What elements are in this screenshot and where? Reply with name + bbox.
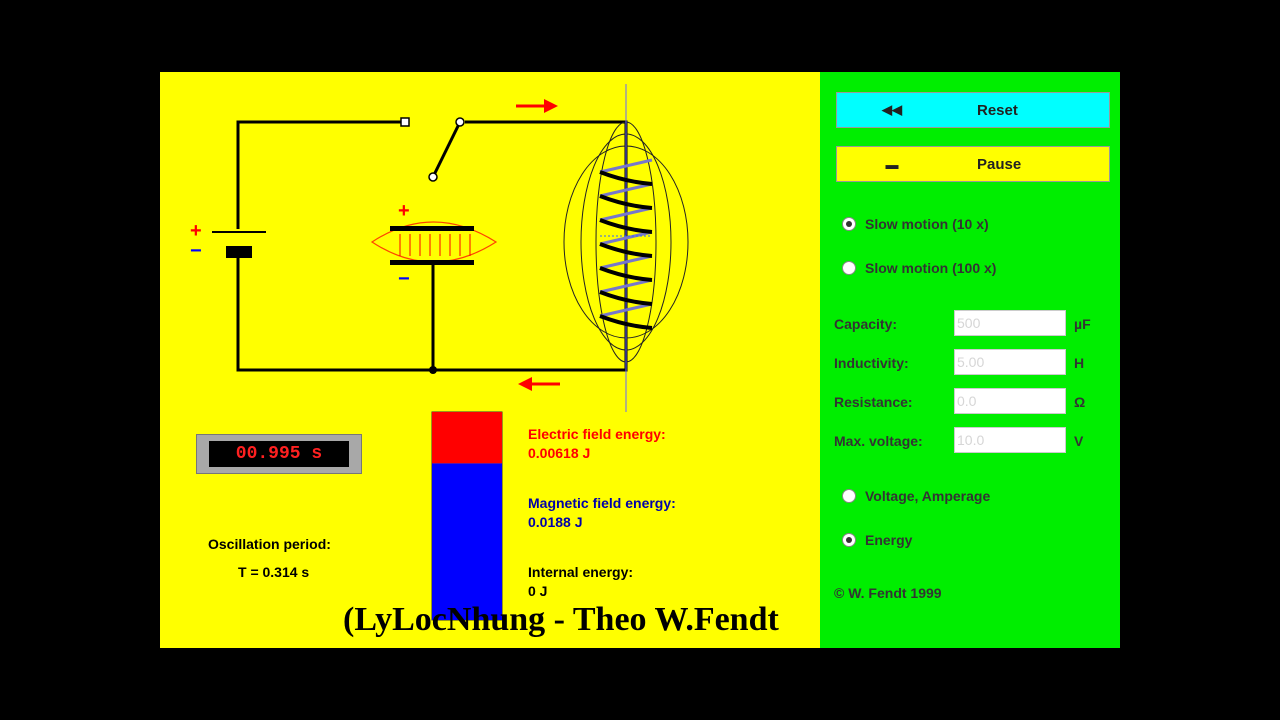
inductivity-unit: H [1074, 355, 1085, 371]
reset-button-label: Reset [977, 101, 1018, 119]
switch-contact-cap [428, 172, 438, 182]
inductor-coil [599, 158, 653, 330]
radio-label: Voltage, Amperage [865, 488, 991, 504]
max-voltage-input[interactable] [954, 427, 1066, 453]
radio-slow-motion-100[interactable]: Slow motion (100 x) [842, 260, 996, 276]
lc-circuit-diagram [212, 84, 689, 621]
electric-energy-label: Electric field energy: [528, 426, 666, 442]
capacity-label: Capacity: [834, 316, 898, 332]
battery-symbol [212, 231, 266, 258]
radio-dot [842, 489, 856, 503]
max-voltage-unit: V [1074, 433, 1084, 449]
copyright-text: © W. Fendt 1999 [834, 585, 942, 601]
pause-button-label: Pause [977, 155, 1022, 173]
capacitor-symbol [370, 221, 498, 265]
radio-slow-motion-10[interactable]: Slow motion (10 x) [842, 216, 989, 232]
elapsed-time-value: 00.995 s [209, 441, 349, 467]
radio-dot-checked [842, 533, 856, 547]
inductivity-label: Inductivity: [834, 355, 909, 371]
radio-label: Slow motion (100 x) [865, 260, 997, 276]
rewind-icon: ◀◀ [882, 102, 902, 117]
battery-plus-sign: + [190, 220, 202, 242]
switch-pivot [455, 117, 465, 127]
junction-node [429, 366, 437, 374]
resistance-unit: Ω [1074, 394, 1086, 410]
internal-energy-value: 0 J [528, 583, 548, 599]
switch-contact-top [400, 117, 410, 127]
current-arrow-bottom [518, 377, 560, 391]
internal-energy-label: Internal energy: [528, 564, 634, 580]
capacitor-minus-sign: − [398, 268, 410, 290]
inductivity-input[interactable] [954, 349, 1066, 375]
capacity-unit: µF [1074, 316, 1091, 332]
radio-energy[interactable]: Energy [842, 532, 912, 548]
magnetic-energy-label: Magnetic field energy: [528, 495, 676, 511]
electric-energy-bar [432, 412, 502, 464]
simulation-canvas: + − + − 00.995 s Oscillation period: T =… [160, 72, 820, 648]
capacity-input[interactable] [954, 310, 1066, 336]
battery-minus-sign: − [190, 240, 202, 262]
reset-button[interactable]: ◀◀ Reset [836, 92, 1110, 128]
radio-voltage-amperage[interactable]: Voltage, Amperage [842, 488, 990, 504]
electric-energy-value: 0.00618 J [528, 445, 591, 461]
current-arrow-top [516, 99, 558, 113]
video-caption: (LyLocNhung - Theo W.Fendt [343, 601, 779, 638]
max-voltage-label: Max. voltage: [834, 433, 923, 449]
capacitor-plus-sign: + [398, 200, 410, 222]
elapsed-time-display: 00.995 s [196, 434, 362, 474]
oscillation-period-value: T = 0.314 s [238, 564, 310, 580]
oscillation-period-label: Oscillation period: [208, 536, 331, 552]
radio-label: Energy [865, 532, 913, 548]
radio-dot [842, 261, 856, 275]
circuit-wires [236, 120, 628, 372]
radio-label: Slow motion (10 x) [865, 216, 989, 232]
control-panel: ◀◀ Reset ▬ Pause Slow motion (10 x) Slow… [820, 72, 1120, 648]
resistance-label: Resistance: [834, 394, 913, 410]
resistance-input[interactable] [954, 388, 1066, 414]
pause-button[interactable]: ▬ Pause [836, 146, 1110, 182]
pause-icon: ▬ [885, 156, 899, 172]
magnetic-energy-value: 0.0188 J [528, 514, 583, 530]
magnetic-energy-bar [432, 463, 502, 620]
radio-dot-checked [842, 217, 856, 231]
